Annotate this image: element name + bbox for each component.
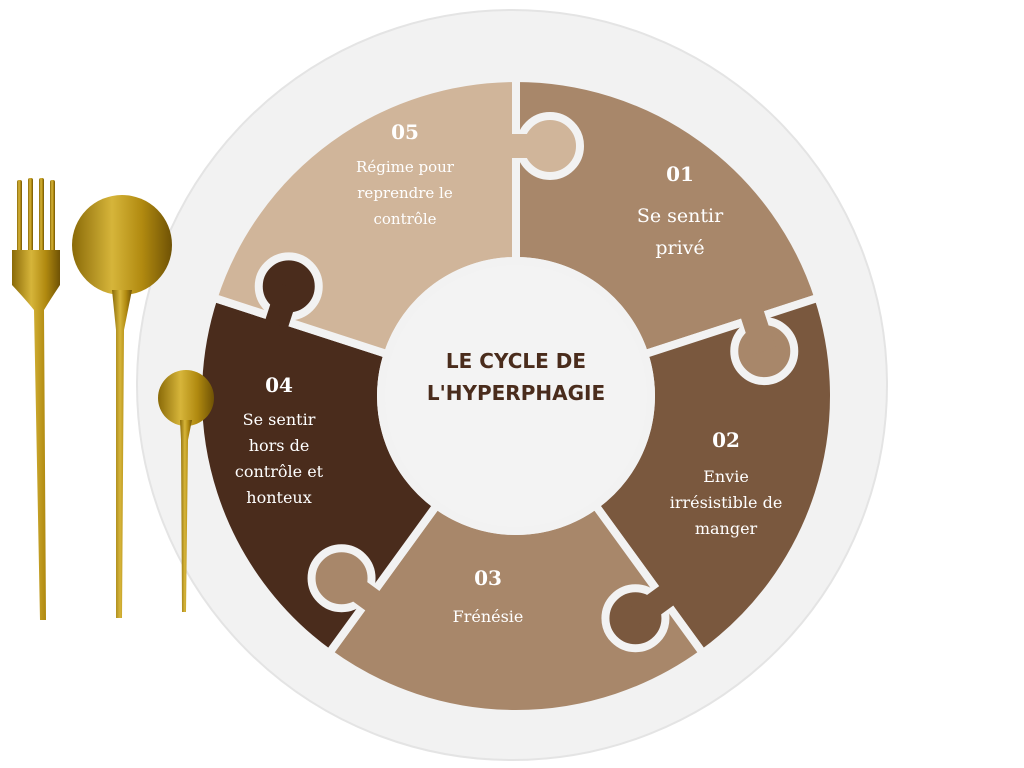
title-line-2: L'HYPERPHAGIE	[426, 381, 606, 405]
center-circle	[377, 257, 655, 535]
fork-icon	[12, 178, 60, 620]
step-label: Régime pour reprendre le contrôle	[356, 158, 454, 228]
step-03: 03 Frénésie	[453, 566, 524, 630]
step-04: 04 Se sentir hors de contrôle et honteux	[224, 373, 334, 511]
step-number: 02	[712, 428, 740, 452]
puzzle-neck	[334, 568, 381, 612]
puzzle-neck	[264, 282, 301, 329]
step-number: 01	[666, 162, 694, 186]
step-label: Se sentir privé	[636, 205, 724, 259]
step-label: Frénésie	[452, 607, 524, 626]
step-number: 04	[265, 373, 293, 397]
step-01: 01 Se sentir privé	[625, 162, 735, 264]
step-label: Envie irrésistible de manger	[669, 467, 783, 538]
teaspoon-icon	[158, 370, 214, 612]
diagram-title: LE CYCLE DE L'HYPERPHAGIE	[427, 345, 605, 409]
spoon-icon	[72, 195, 172, 618]
puzzle-neck	[740, 309, 776, 355]
title-line-1: LE CYCLE DE	[445, 349, 587, 373]
step-number: 05	[391, 120, 419, 144]
step-05: 05 Régime pour reprendre le contrôle	[340, 120, 470, 232]
step-label: Se sentir hors de contrôle et honteux	[234, 410, 324, 507]
step-number: 03	[474, 566, 502, 590]
puzzle-neck	[628, 585, 675, 628]
step-02: 02 Envie irrésistible de manger	[661, 428, 791, 542]
